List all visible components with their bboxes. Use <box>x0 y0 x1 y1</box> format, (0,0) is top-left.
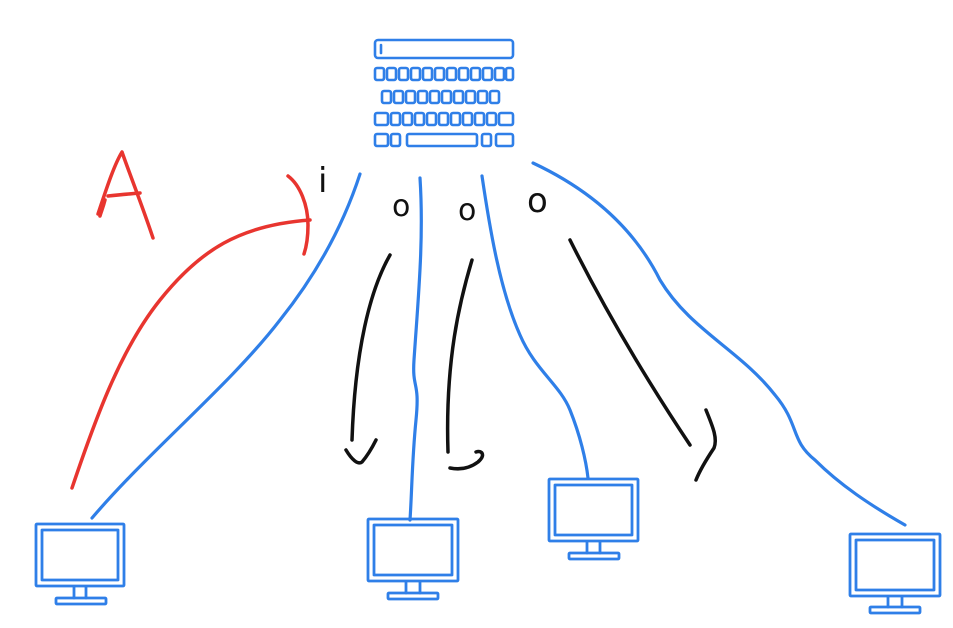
connection-line-monitor-3 <box>480 174 590 480</box>
keyboard-row-1 <box>373 66 515 82</box>
black-arrow-2 <box>445 258 485 471</box>
monitor-icon <box>34 522 126 606</box>
red-letter-a: A <box>96 150 155 240</box>
keyboard-row-4 <box>373 132 515 148</box>
red-arrow-curve <box>70 218 312 490</box>
black-arrow-3 <box>568 238 718 482</box>
connection-line-monitor-1 <box>90 172 362 520</box>
black-arrow-1 <box>344 253 392 465</box>
red-arrow-head <box>286 174 310 256</box>
connection-line-monitor-2 <box>408 176 423 522</box>
label-o-3: o <box>527 181 548 221</box>
keyboard-row-2 <box>380 89 501 105</box>
label-o-2: o <box>458 193 476 228</box>
monitor-icon <box>547 477 640 561</box>
keyboard-icon <box>373 38 515 148</box>
label-i: i <box>318 161 327 201</box>
connection-line-monitor-4 <box>531 161 907 527</box>
label-o-1: o <box>392 189 410 224</box>
monitor-icon <box>366 517 460 601</box>
keyboard-row-3 <box>373 111 515 127</box>
monitor-icon <box>848 532 942 615</box>
